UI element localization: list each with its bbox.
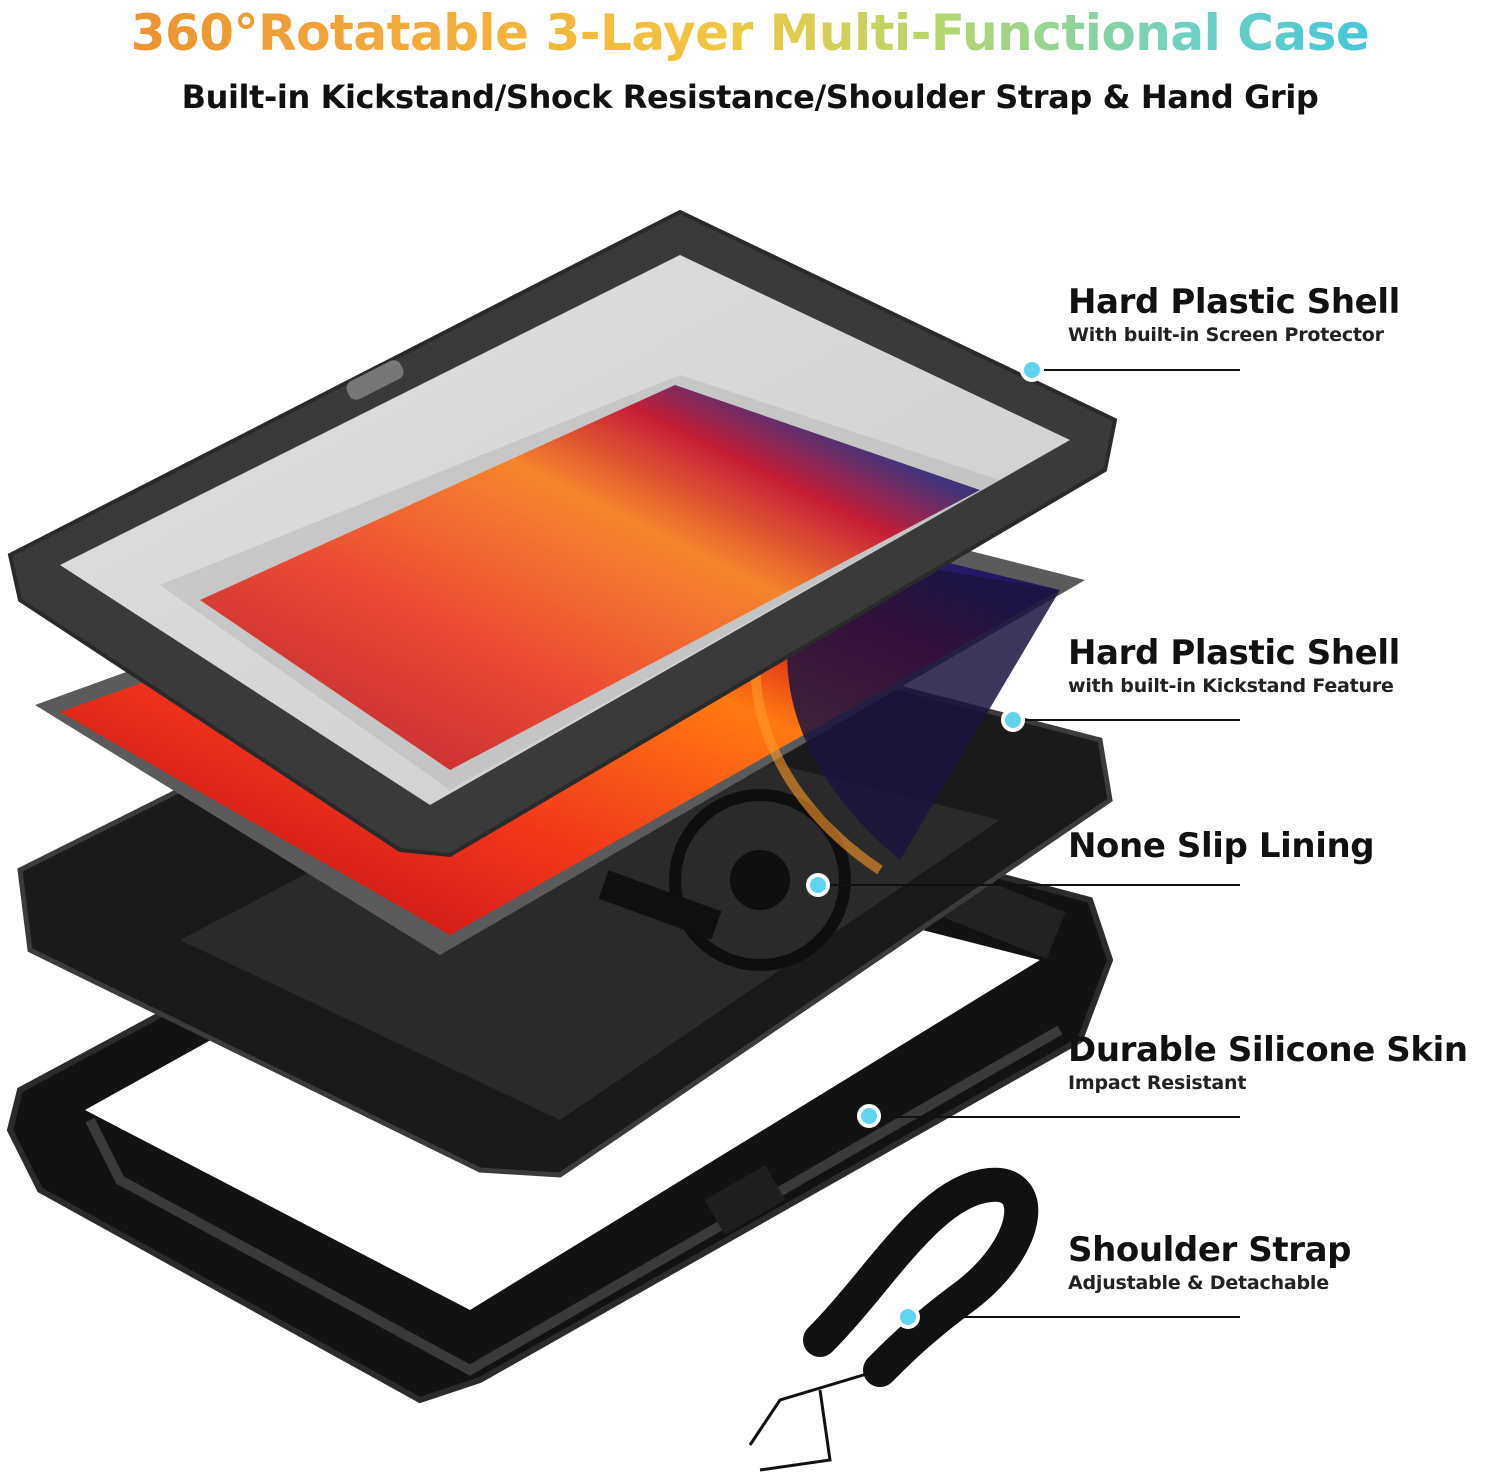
marker-dot-3 xyxy=(806,873,830,897)
callout-subtitle: With built-in Screen Protector xyxy=(1068,324,1384,346)
callout-subtitle: Adjustable & Detachable xyxy=(1068,1272,1329,1294)
callout-subtitle: with built-in Kickstand Feature xyxy=(1068,675,1394,697)
marker-dot-4 xyxy=(857,1104,881,1128)
callout-leaders xyxy=(818,369,1240,1318)
callout-title: Shoulder Strap xyxy=(1068,1230,1352,1270)
page-title: 360°Rotatable 3-Layer Multi-Functional C… xyxy=(0,0,1500,64)
callout-title: Durable Silicone Skin xyxy=(1068,1030,1468,1070)
marker-dot-5 xyxy=(896,1305,920,1329)
callout-silicone-skin: Durable Silicone Skin Impact Resistant xyxy=(1068,1030,1468,1094)
screen-protector-frame xyxy=(7,209,1118,858)
callout-title: None Slip Lining xyxy=(1068,826,1375,866)
marker-dot-2 xyxy=(1001,708,1025,732)
header: 360°Rotatable 3-Layer Multi-Functional C… xyxy=(0,0,1500,116)
callout-markers xyxy=(806,358,1044,1329)
shoulder-strap xyxy=(748,1167,1039,1472)
callout-title: Hard Plastic Shell xyxy=(1068,282,1400,322)
callout-title: Hard Plastic Shell xyxy=(1068,633,1400,673)
callout-hard-shell-screen: Hard Plastic Shell With built-in Screen … xyxy=(1068,282,1400,346)
callout-hard-shell-kickstand: Hard Plastic Shell with built-in Kicksta… xyxy=(1068,633,1400,697)
callout-subtitle: Impact Resistant xyxy=(1068,1072,1247,1094)
page-subtitle: Built-in Kickstand/Shock Resistance/Shou… xyxy=(181,78,1319,116)
callout-shoulder-strap: Shoulder Strap Adjustable & Detachable xyxy=(1068,1230,1352,1294)
exploded-case-illustration xyxy=(6,209,1240,1472)
callout-non-slip-lining: None Slip Lining xyxy=(1068,826,1375,866)
marker-dot-1 xyxy=(1020,358,1044,382)
